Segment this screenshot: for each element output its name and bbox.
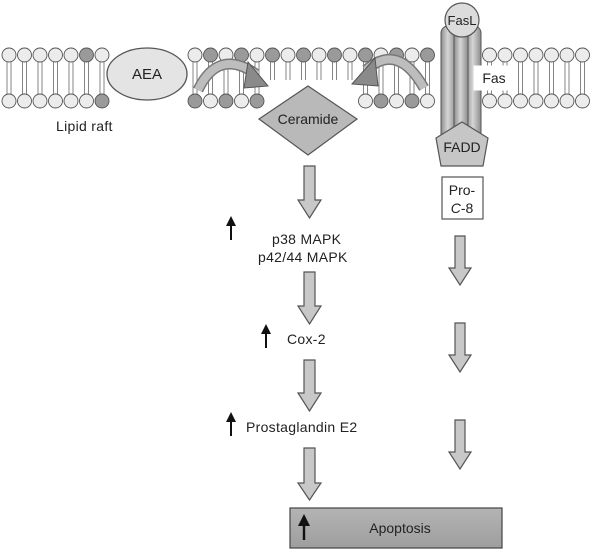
lipid-head [280, 47, 296, 63]
aea-label: AEA [132, 66, 162, 83]
lipid-head [234, 93, 249, 109]
up-arrow-icon [226, 216, 236, 240]
lipid-head [94, 47, 110, 63]
lipid-head [559, 47, 575, 63]
lipid-head [404, 47, 420, 63]
lipid-head [249, 93, 265, 109]
lipid-head [513, 47, 528, 63]
curved-arrow-aea-to-ceramide [193, 58, 269, 93]
lipid-head [218, 93, 234, 109]
lipid-head [1, 47, 17, 63]
lipid-head [559, 93, 575, 109]
lipid-head [342, 47, 358, 63]
lipid-head [79, 47, 94, 63]
arrow-ceramide-to-mapk [296, 165, 323, 220]
ceramide-label: Ceramide [278, 111, 339, 127]
lipid-head [187, 47, 203, 63]
lipid-head [544, 47, 559, 63]
lipid-head [497, 47, 513, 63]
fas-label: Fas [482, 70, 505, 86]
arrow-mapk-to-cox2 [296, 271, 323, 326]
lipid-head [32, 93, 48, 109]
lipid-head [358, 93, 373, 109]
lipid-head [420, 47, 435, 63]
lipid-head [1, 93, 17, 109]
pro-caspase-8-node: Pro- C-8 [441, 176, 484, 220]
arrow-caspase-step-2 [447, 322, 473, 374]
lipid-head [575, 93, 590, 109]
lipid-head [17, 93, 32, 109]
lipid-raft-label: Lipid raft [56, 118, 113, 134]
lipid-head [63, 47, 79, 63]
lipid-head [265, 47, 280, 63]
lipid-head [497, 93, 513, 109]
lipid-head [528, 93, 544, 109]
lipid-head [203, 93, 218, 109]
fasl-label: FasL [448, 13, 477, 28]
lipid-head [63, 93, 79, 109]
proc8-label-line2: C-8 [451, 200, 474, 216]
lipid-head [544, 93, 559, 109]
mapk-label-line2: p42/44 MAPK [258, 249, 348, 265]
lipid-head [513, 93, 528, 109]
lipid-head [420, 93, 435, 109]
up-arrow-icon [298, 514, 310, 540]
fas-label-box: Fas [473, 65, 517, 91]
apoptosis-box: Apoptosis [289, 507, 503, 549]
arrow-cox2-to-pge2 [296, 359, 323, 413]
lipid-bilayer-membrane [1, 47, 590, 109]
lipid-head [48, 47, 63, 63]
lipid-head [327, 47, 342, 63]
lipid-head [482, 93, 497, 109]
lipid-head [296, 47, 311, 63]
arrow-pge2-to-apoptosis [296, 447, 323, 502]
lipid-head [17, 47, 32, 63]
up-arrow-icon [226, 412, 236, 436]
prostaglandin-e2-label: Prostaglandin E2 [246, 419, 358, 435]
lipid-head [311, 47, 327, 63]
arrow-caspase-step-1 [447, 235, 473, 287]
mapk-label-line1: p38 MAPK [272, 231, 342, 247]
lipid-head [482, 47, 497, 63]
fadd-label: FADD [443, 139, 480, 155]
aea-node: AEA [106, 47, 188, 101]
lipid-head [358, 47, 373, 63]
lipid-head [404, 93, 420, 109]
apoptosis-label: Apoptosis [369, 520, 430, 536]
lipid-head [249, 47, 265, 63]
fadd-node: FADD [435, 121, 489, 167]
lipid-head [389, 93, 404, 109]
cox2-label: Cox-2 [287, 331, 326, 347]
lipid-head [32, 47, 48, 63]
lipid-head [187, 93, 203, 109]
lipid-head [575, 47, 590, 63]
lipid-head [528, 47, 544, 63]
lipid-head [373, 93, 389, 109]
lipid-head [94, 93, 110, 109]
fasl-ligand: FasL [444, 2, 480, 38]
lipid-head [203, 47, 218, 63]
up-arrow-icon [261, 324, 271, 348]
ceramide-node: Ceramide [257, 85, 359, 156]
proc8-label-line1: Pro- [449, 182, 476, 198]
lipid-head [48, 93, 63, 109]
lipid-head [79, 93, 94, 109]
arrow-caspase-step-3 [447, 419, 473, 471]
curved-arrow-fas-to-ceramide [350, 53, 429, 91]
